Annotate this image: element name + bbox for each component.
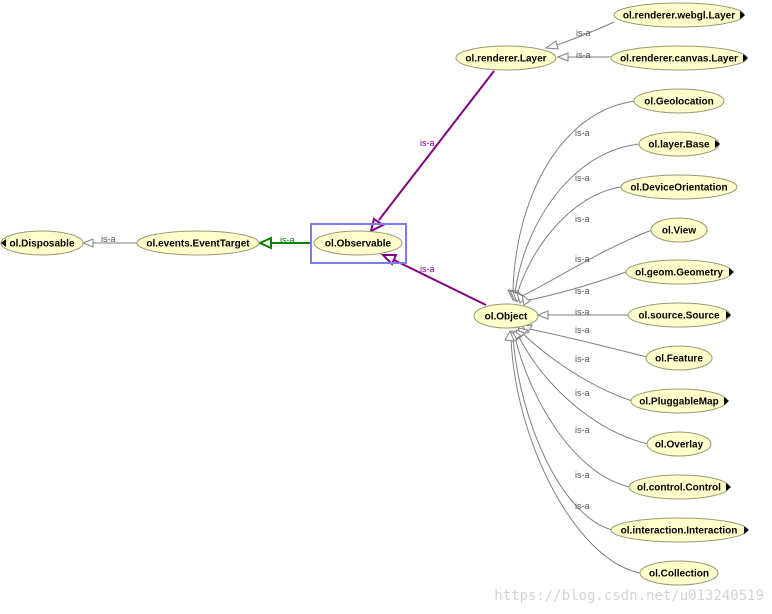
nodes-layer: ol.Disposable ol.events.EventTarget ol.O…: [0, 2, 749, 586]
node-ol-source-source[interactable]: ol.source.Source: [627, 302, 731, 328]
edge-arrowhead-rendererlayer-webgl: [544, 40, 559, 50]
edge-interaction-object: [512, 337, 613, 531]
edge-geolocation-object: [512, 100, 637, 293]
edge-pluggablemap-object: [520, 331, 633, 402]
node-ol-deviceorientation[interactable]: ol.DeviceOrientation: [620, 174, 738, 200]
node-ol-collection[interactable]: ol.Collection: [639, 560, 719, 586]
edge-control-object: [514, 336, 631, 488]
expand-right-marker-icon[interactable]: [726, 483, 731, 491]
object-children-edges: [510, 100, 653, 574]
node-ol-geolocation[interactable]: ol.Geolocation: [633, 88, 725, 114]
edge-label-deviceorientation: is-a: [575, 214, 590, 224]
node-label-layer-base: ol.layer.Base: [648, 140, 710, 151]
node-ol-geom-geometry[interactable]: ol.geom.Geometry: [625, 259, 734, 285]
node-label-control-control: ol.control.Control: [637, 483, 721, 494]
edge-label-rendererlayer-observable: is-a: [420, 138, 435, 148]
node-label-geolocation: ol.Geolocation: [644, 97, 713, 108]
edge-webgl-rendererlayer: [556, 21, 615, 46]
node-ol-renderer-layer[interactable]: ol.renderer.Layer: [455, 45, 557, 71]
edge-layerbase-object: [514, 143, 641, 294]
watermark-text: https://blog.csdn.net/u013240519: [494, 588, 764, 604]
object-arrowheads: [504, 289, 549, 342]
edge-label-collection: is-a: [575, 501, 590, 511]
edge-label-geometry: is-a: [575, 286, 590, 296]
node-label-disposable: ol.Disposable: [9, 239, 74, 250]
edge-label-eventtarget-disposable: is-a: [101, 234, 116, 244]
node-ol-observable[interactable]: ol.Observable: [310, 223, 407, 264]
node-label-source-source: ol.source.Source: [638, 311, 720, 322]
edge-label-overlay: is-a: [575, 388, 590, 398]
edge-label-object-observable: is-a: [420, 264, 435, 274]
node-label-renderer-webgl-layer: ol.renderer.webgl.Layer: [623, 11, 735, 22]
expand-right-marker-icon[interactable]: [715, 140, 720, 148]
node-label-pluggablemap: ol.PluggableMap: [639, 397, 718, 408]
node-ol-renderer-webgl-layer[interactable]: ol.renderer.webgl.Layer: [613, 2, 745, 28]
edge-arrowhead-disposable: [81, 238, 94, 248]
edge-view-object: [519, 229, 653, 298]
edge-arrowhead-observable-from-object: [380, 254, 398, 266]
node-ol-pluggablemap[interactable]: ol.PluggableMap: [630, 388, 729, 414]
object-children-edge-labels: is-a is-a is-a is-a is-a is-a is-a is-a …: [575, 128, 590, 511]
edges-layer: is-a is-a is-a is-a is-a is-a: [81, 21, 653, 574]
edge-label-sourcesource: is-a: [575, 307, 590, 317]
node-label-collection: ol.Collection: [649, 569, 709, 580]
node-label-renderer-layer: ol.renderer.Layer: [465, 54, 546, 65]
node-label-deviceorientation: ol.DeviceOrientation: [630, 183, 727, 194]
edge-label-geolocation: is-a: [575, 128, 590, 138]
edge-label-canvas-rendererlayer: is-a: [576, 50, 591, 60]
edge-label-pluggablemap: is-a: [575, 354, 590, 364]
arrowhead-collection: [504, 329, 515, 342]
edge-arrowhead-rendererlayer-canvas: [556, 52, 569, 62]
edge-feature-object: [523, 327, 648, 358]
edge-geometry-object: [523, 271, 627, 302]
node-ol-events-eventtarget[interactable]: ol.events.EventTarget: [136, 230, 260, 256]
expand-right-marker-icon[interactable]: [740, 11, 745, 19]
edge-label-webgl-rendererlayer: is-a: [576, 28, 591, 38]
edge-rendererlayer-observable: [378, 70, 495, 221]
selection-box: [310, 223, 407, 264]
expand-right-marker-icon[interactable]: [744, 526, 749, 534]
edge-collection-object: [510, 337, 641, 574]
node-label-view: ol.View: [662, 226, 696, 237]
arrowhead-sourcesource: [536, 310, 549, 320]
edge-label-interaction: is-a: [575, 470, 590, 480]
expand-right-marker-icon[interactable]: [729, 268, 734, 276]
edge-object-observable: [393, 259, 487, 306]
edge-label-layerbase: is-a: [575, 173, 590, 183]
node-label-object: ol.Object: [485, 312, 528, 323]
node-ol-feature[interactable]: ol.Feature: [645, 345, 713, 371]
node-ol-object[interactable]: ol.Object: [473, 303, 539, 329]
node-ol-view[interactable]: ol.View: [650, 217, 708, 243]
edge-arrowhead-eventtarget: [257, 236, 272, 250]
node-ol-layer-base[interactable]: ol.layer.Base: [638, 131, 720, 157]
edge-deviceorientation-object: [516, 186, 622, 296]
expand-left-marker-icon[interactable]: [1, 239, 6, 247]
node-label-interaction-interaction: ol.interaction.Interaction: [621, 526, 738, 537]
edge-overlay-object: [517, 334, 649, 445]
expand-right-marker-icon[interactable]: [743, 54, 748, 62]
edge-label-view: is-a: [575, 254, 590, 264]
node-label-feature: ol.Feature: [655, 354, 703, 365]
node-label-eventtarget: ol.events.EventTarget: [146, 239, 250, 250]
node-label-observable: ol.Observable: [325, 239, 392, 250]
node-ol-disposable[interactable]: ol.Disposable: [0, 230, 84, 256]
edge-label-feature: is-a: [575, 325, 590, 335]
node-ol-renderer-canvas-layer[interactable]: ol.renderer.canvas.Layer: [610, 45, 748, 71]
node-ol-overlay[interactable]: ol.Overlay: [646, 431, 712, 457]
expand-right-marker-icon[interactable]: [726, 311, 731, 319]
expand-right-marker-icon[interactable]: [724, 397, 729, 405]
node-label-overlay: ol.Overlay: [655, 440, 704, 451]
node-ol-control-control[interactable]: ol.control.Control: [628, 474, 731, 500]
node-ol-interaction-interaction[interactable]: ol.interaction.Interaction: [610, 517, 749, 543]
node-label-renderer-canvas-layer: ol.renderer.canvas.Layer: [620, 54, 738, 65]
arrowhead-geometry: [521, 293, 531, 306]
node-label-geom-geometry: ol.geom.Geometry: [635, 268, 723, 279]
edge-label-control: is-a: [575, 425, 590, 435]
edge-label-observable-eventtarget: is-a: [280, 235, 295, 245]
